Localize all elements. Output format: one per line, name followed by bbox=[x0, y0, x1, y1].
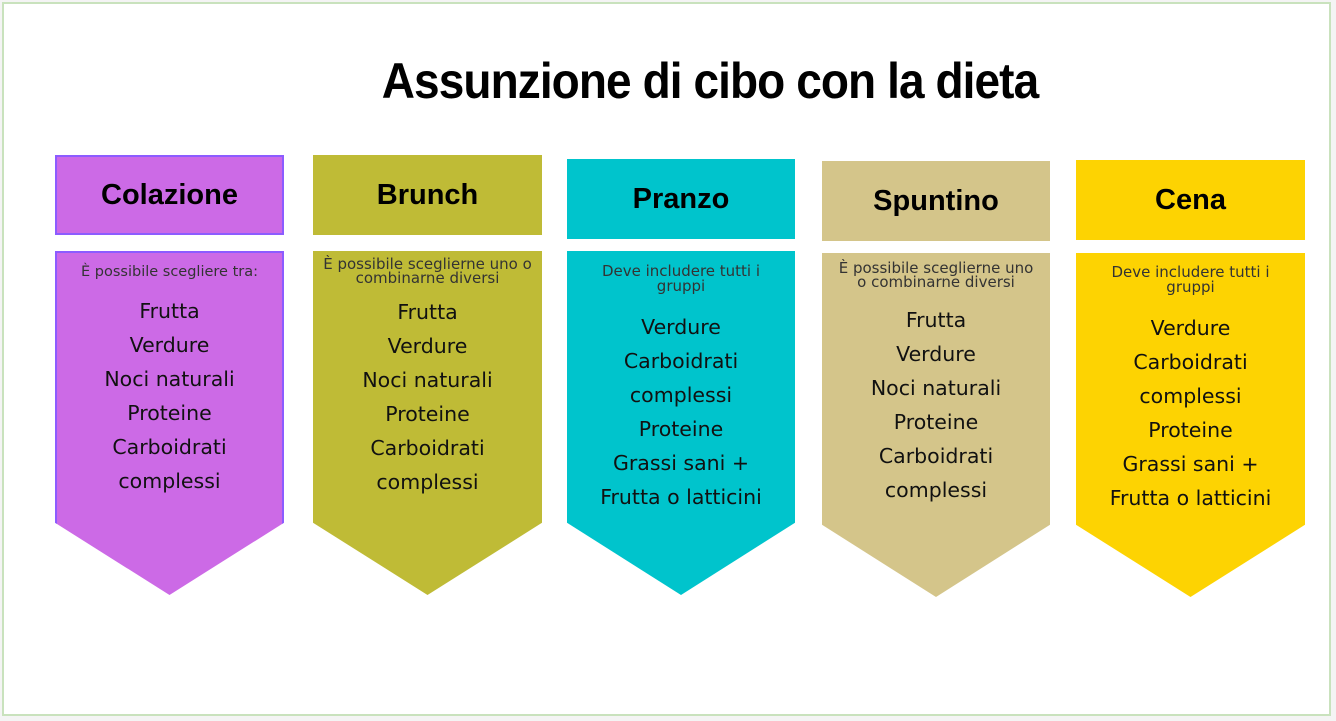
meal-intro: Deve includere tutti i gruppi bbox=[601, 262, 761, 295]
meal-header-spuntino: Spuntino bbox=[822, 161, 1050, 241]
meal-item: Carboidrati bbox=[370, 436, 485, 460]
meal-item: Verdure bbox=[641, 315, 721, 339]
meal-title: Spuntino bbox=[873, 184, 999, 217]
meal-item: complessi bbox=[629, 383, 733, 407]
meal-item: complessi bbox=[1139, 384, 1242, 408]
meal-header-colazione: Colazione bbox=[55, 155, 284, 235]
meal-item: Proteine bbox=[893, 410, 979, 434]
meal-item: complessi bbox=[376, 470, 479, 494]
meal-item: Noci naturali bbox=[870, 376, 1002, 400]
meal-item: Proteine bbox=[127, 401, 212, 425]
meal-title: Pranzo bbox=[632, 182, 730, 215]
meal-header-brunch: Brunch bbox=[313, 155, 542, 235]
meal-item: Frutta bbox=[905, 308, 967, 332]
meal-header-pranzo: Pranzo bbox=[567, 159, 795, 239]
meal-body-brunch: È possibile sceglierne uno o combinarne … bbox=[313, 251, 542, 595]
meal-item: Verdure bbox=[1150, 316, 1231, 340]
meal-item: Carboidrati bbox=[623, 349, 739, 373]
meal-item: Noci naturali bbox=[104, 367, 235, 391]
meal-intro: È possibile sceglierne uno o combinarne … bbox=[838, 259, 1034, 291]
diagram-title: Assunzione di cibo con la dieta bbox=[381, 53, 1039, 109]
meal-item: complessi bbox=[118, 469, 221, 493]
meal-item: Proteine bbox=[385, 402, 470, 426]
meal-items: Frutta Verdure Noci naturali Proteine Ca… bbox=[57, 294, 282, 498]
meal-item: complessi bbox=[884, 478, 988, 502]
meal-item: Proteine bbox=[638, 417, 724, 441]
meal-item: Verdure bbox=[896, 342, 976, 366]
meal-title: Cena bbox=[1155, 183, 1226, 216]
meal-title: Colazione bbox=[101, 178, 238, 211]
meal-item: Verdure bbox=[129, 333, 210, 357]
meal-intro: È possibile scegliere tra: bbox=[81, 264, 258, 280]
meal-item: Carboidrati bbox=[878, 444, 994, 468]
meal-item: Frutta bbox=[139, 299, 200, 323]
meal-item: Verdure bbox=[387, 334, 468, 358]
meal-items: Verdure Carboidrati complessi Proteine G… bbox=[567, 310, 795, 514]
meal-item: Carboidrati bbox=[112, 435, 227, 459]
meal-item: Noci naturali bbox=[362, 368, 493, 392]
meal-items: Verdure Carboidrati complessi Proteine G… bbox=[1076, 311, 1305, 515]
meal-title: Brunch bbox=[376, 178, 479, 211]
meal-items: Frutta Verdure Noci naturali Proteine Ca… bbox=[822, 303, 1050, 507]
meal-item: Carboidrati bbox=[1133, 350, 1248, 374]
meal-item: Frutta bbox=[397, 300, 458, 324]
meal-body-pranzo: Deve includere tutti i gruppi Verdure Ca… bbox=[567, 251, 795, 595]
meal-intro: Deve includere tutti i gruppi bbox=[1111, 263, 1270, 296]
meal-intro: È possibile sceglierne uno o combinarne … bbox=[323, 255, 532, 287]
meal-item: Proteine bbox=[1148, 418, 1233, 442]
meal-header-cena: Cena bbox=[1076, 160, 1305, 240]
meal-item: Frutta o latticini bbox=[600, 485, 762, 509]
meal-item: Frutta o latticini bbox=[1109, 486, 1272, 510]
meal-items: Frutta Verdure Noci naturali Proteine Ca… bbox=[313, 295, 542, 499]
meal-body-cena: Deve includere tutti i gruppi Verdure Ca… bbox=[1076, 253, 1305, 597]
meal-item: Grassi sani + bbox=[1122, 452, 1259, 476]
meal-body-spuntino: È possibile sceglierne uno o combinarne … bbox=[822, 253, 1050, 597]
meal-body-colazione: È possibile scegliere tra: Frutta Verdur… bbox=[55, 251, 284, 595]
meal-item: Grassi sani + bbox=[612, 451, 750, 475]
